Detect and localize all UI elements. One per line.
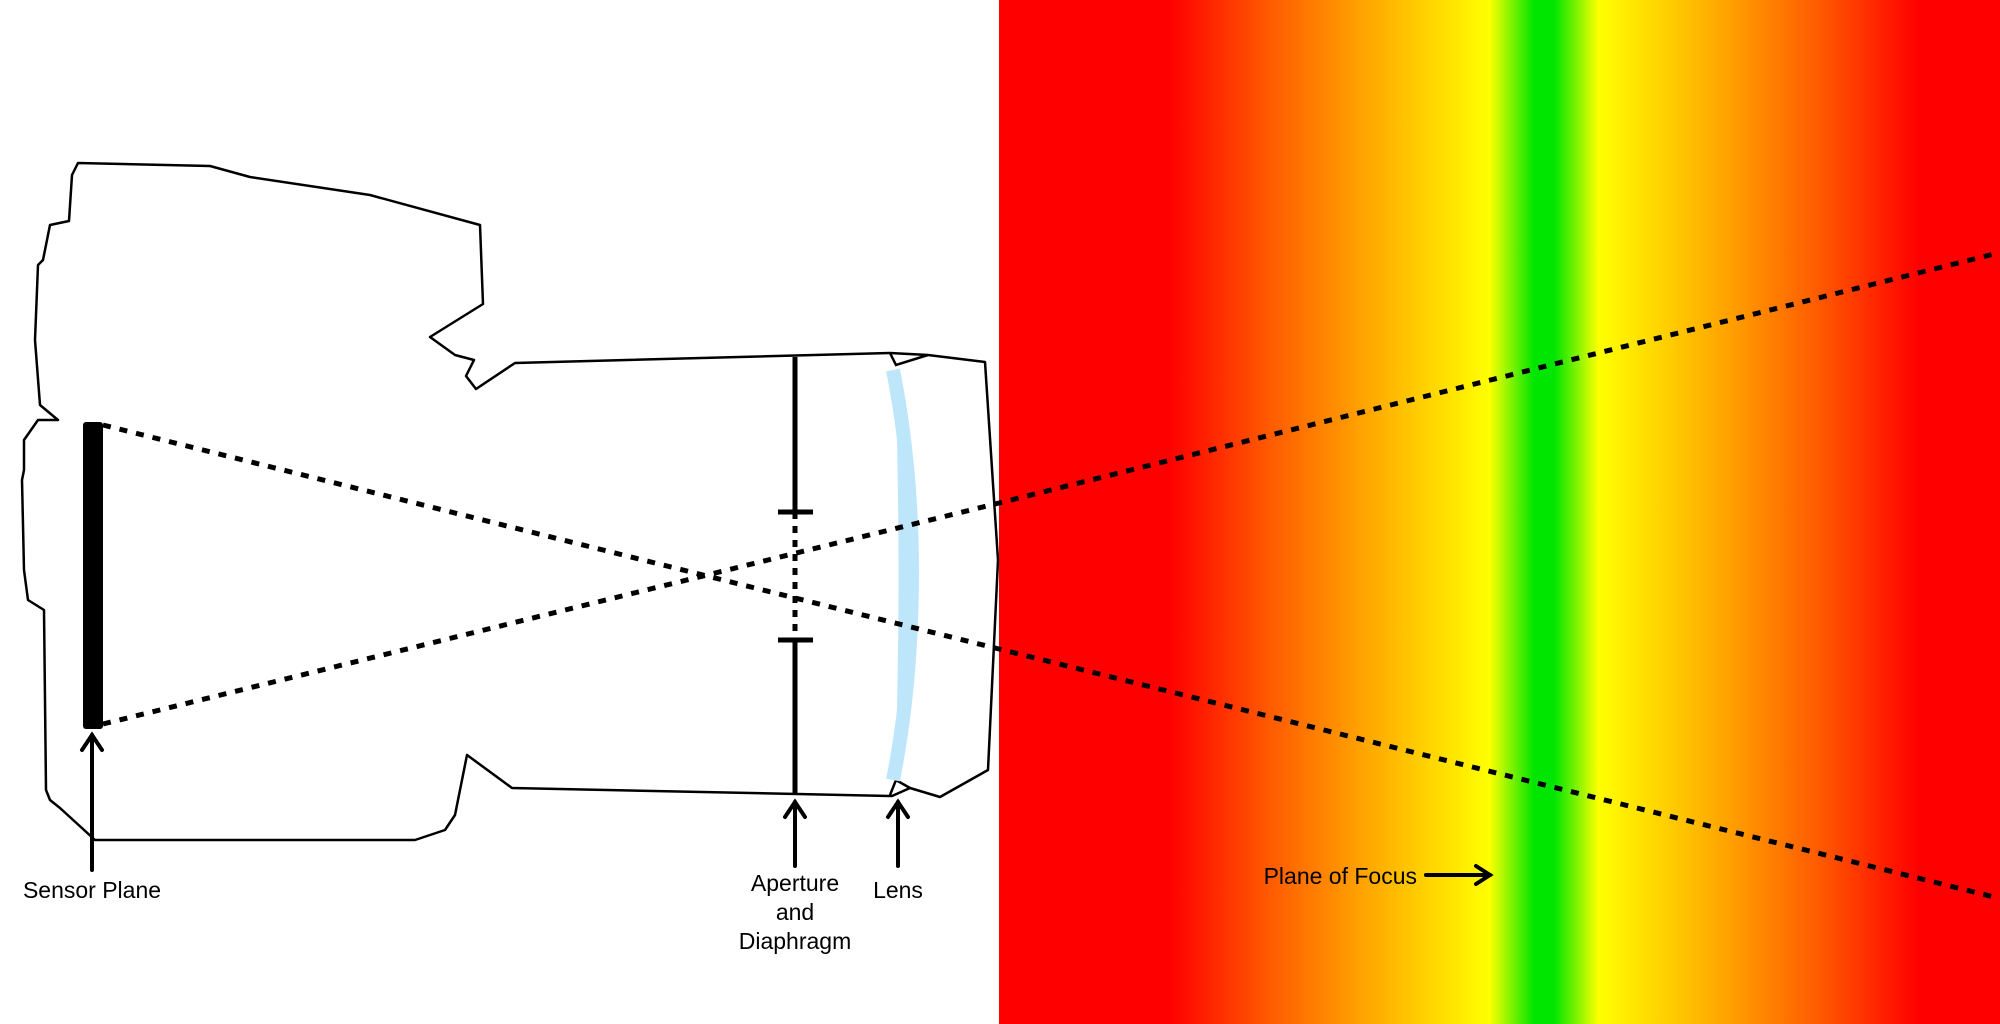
aperture-label-line3: Diaphragm [739,928,852,954]
sensor-plane-label: Sensor Plane [23,877,161,903]
lens-label: Lens [873,877,923,903]
depth-of-field-gradient [999,0,2000,1024]
aperture-label-line1: Aperture [751,870,839,896]
aperture-arrow [783,798,807,868]
lens-element-shape [886,368,920,782]
aperture-label-line2: and [776,899,814,925]
sensor [83,422,103,729]
camera-body-outline [20,161,1000,842]
sensor-arrow [80,731,104,872]
plane-of-focus-label: Plane of Focus [1264,863,1417,889]
light-ray-lower [102,250,1999,727]
light-ray-upper [102,422,1999,901]
focus-arrow [1424,864,1494,886]
lens-arrow [886,798,910,868]
